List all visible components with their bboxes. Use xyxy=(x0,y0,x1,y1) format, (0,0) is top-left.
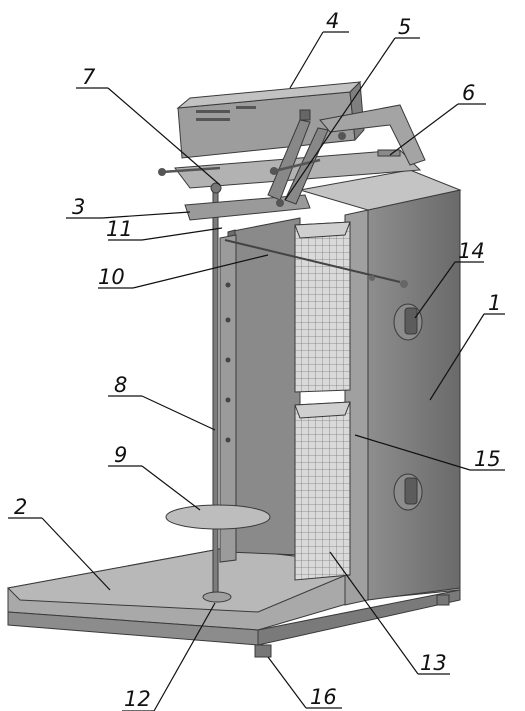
leader-14-to-part xyxy=(414,261,456,319)
leader-10-to-part xyxy=(132,254,269,289)
callout-12: 12 xyxy=(124,687,151,711)
leader-15-to-part xyxy=(354,434,471,471)
leader-5-to-part xyxy=(284,37,396,201)
burner-grids xyxy=(294,221,351,581)
callout-9: 9 xyxy=(114,443,127,467)
callout-10: 10 xyxy=(98,265,125,289)
callout-2: 2 xyxy=(14,495,27,519)
handles xyxy=(158,132,346,207)
leader-6-to-part xyxy=(389,103,459,156)
callout-8: 8 xyxy=(114,373,127,397)
leader-1-to-part xyxy=(429,313,485,401)
leader-16-to-part xyxy=(267,656,307,709)
spit xyxy=(212,174,219,596)
callout-6: 6 xyxy=(462,81,475,105)
callout-7: 7 xyxy=(82,65,96,89)
callout-labels: 4 5 6 7 3 11 10 8 9 2 1 14 15 13 12 16 xyxy=(14,9,501,711)
callout-11: 11 xyxy=(106,217,133,241)
control-knobs xyxy=(393,303,423,511)
spit-support xyxy=(202,591,232,603)
callout-13: 13 xyxy=(420,651,447,675)
leader-12-to-part xyxy=(153,602,216,711)
callout-4: 4 xyxy=(326,9,339,33)
callout-3: 3 xyxy=(72,195,85,219)
leader-4-to-part xyxy=(289,31,324,89)
meat-plate xyxy=(165,504,271,530)
support-arm xyxy=(319,104,426,166)
leader-2-to-part xyxy=(41,517,111,591)
leader-11-to-part xyxy=(141,227,223,241)
ignition-rod xyxy=(224,239,408,288)
leader-8-to-part xyxy=(141,395,216,431)
support-column xyxy=(219,234,237,563)
leader-3-to-part xyxy=(101,211,191,219)
callout-1: 1 xyxy=(488,291,501,315)
foot xyxy=(254,594,450,658)
vent-slots xyxy=(196,106,256,121)
callout-5: 5 xyxy=(398,15,411,39)
callout-14: 14 xyxy=(458,239,485,263)
callout-16: 16 xyxy=(310,685,337,709)
leader-9-to-part xyxy=(141,465,201,511)
leader-7-to-part xyxy=(107,87,221,186)
leader-lines xyxy=(8,31,505,711)
callout-15: 15 xyxy=(474,447,501,471)
leader-13-to-part xyxy=(329,551,419,675)
